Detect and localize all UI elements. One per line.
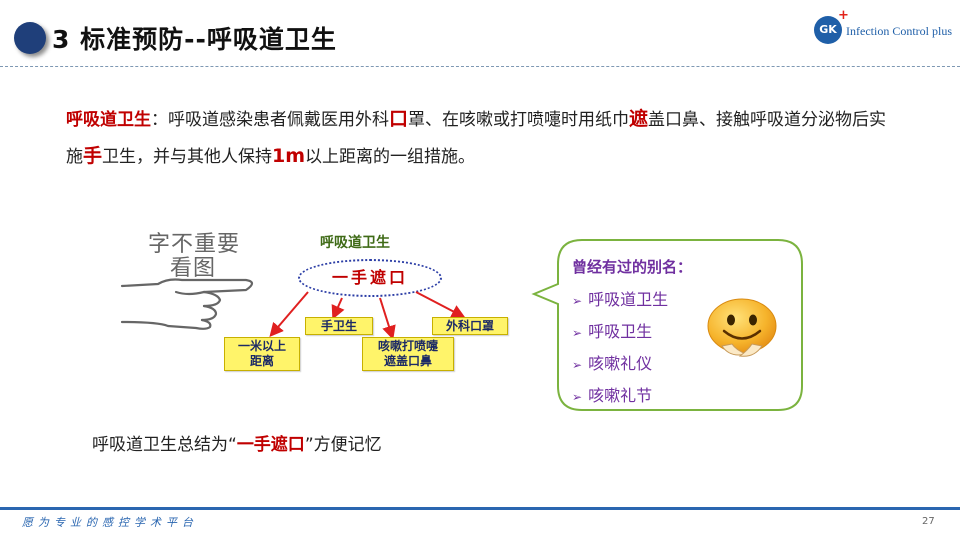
alias-item: ➢呼吸道卫生 — [572, 290, 669, 309]
callout-title: 曾经有过的别名： — [572, 258, 693, 276]
summary-text: 呼吸道卫生总结为 — [92, 435, 228, 455]
hand-caption-line1: 字不重要 — [148, 232, 241, 257]
summary-text: 方便记忆 — [313, 435, 382, 455]
alias-item: ➢咳嗽礼节 — [572, 386, 653, 405]
speech-callout — [531, 239, 803, 411]
summary-line: 呼吸道卫生总结为“一手遮口”方便记忆 — [92, 430, 382, 455]
summary-quote-open: “ — [228, 435, 237, 455]
diagram-title: 呼吸道卫生 — [320, 235, 390, 251]
logo-text: Infection Control plus — [846, 24, 952, 38]
intro-text: 盖口鼻、接触呼吸道分泌物后实施 — [66, 110, 887, 167]
page-number: 27 — [922, 516, 935, 527]
slide-title: 3 标准预防--呼吸道卫生 — [52, 25, 337, 54]
footer-slogan: 愿为专业的感控学术平台 — [22, 516, 198, 529]
intro-text: 卫生，并与其他人保持 — [102, 147, 273, 167]
box-hand-label: 手卫生 — [320, 319, 357, 333]
intro-highlight-distance: 1m — [272, 145, 306, 167]
box-cough-line2: 遮盖口鼻 — [383, 354, 432, 368]
arrow-to-cough — [379, 297, 396, 340]
alias-item: ➢呼吸卫生 — [572, 322, 653, 341]
arrow-to-hand — [331, 297, 345, 320]
hand-caption-line2: 看图 — [170, 256, 217, 281]
intro-highlight-hand: 手 — [83, 145, 103, 167]
intro-text: 以上距离的一组措施。 — [305, 147, 476, 167]
box-hand-hygiene: 手卫生 — [305, 317, 373, 335]
intro-paragraph: 呼吸道卫生：呼吸道感染患者佩戴医用外科口罩、在咳嗽或打喷嚏时用纸巾遮盖口鼻、接触… — [66, 101, 896, 175]
box-distance-line1: 一米以上 — [237, 339, 286, 353]
summary-highlight: 一手遮口 — [236, 435, 305, 455]
arrow-to-mask — [415, 291, 466, 318]
intro-text: 罩、在咳嗽或打喷嚏时用纸巾 — [408, 110, 630, 130]
arrow-bullet-icon: ➢ — [572, 326, 583, 340]
arrow-bullet-icon: ➢ — [572, 294, 583, 308]
intro-term: 呼吸道卫生 — [66, 110, 151, 130]
box-cough-cover: 咳嗽打喷嚏 遮盖口鼻 — [362, 337, 454, 371]
arrow-bullet-icon: ➢ — [572, 390, 583, 404]
footer-divider — [0, 507, 960, 510]
smiley-emoji-icon — [707, 298, 777, 357]
box-cough-line1: 咳嗽打喷嚏 — [377, 339, 438, 353]
logo-icon: GK — [814, 16, 842, 44]
box-distance-line2: 距离 — [249, 354, 274, 368]
intro-highlight-cover: 遮 — [629, 108, 649, 130]
pointing-hand-icon — [120, 278, 254, 330]
arrow-bullet-icon: ➢ — [572, 358, 583, 372]
arrow-to-distance — [269, 291, 309, 338]
header-divider — [0, 66, 960, 67]
alias-item: ➢咳嗽礼仪 — [572, 354, 653, 373]
box-mask-label: 外科口罩 — [445, 319, 494, 333]
box-surgical-mask: 外科口罩 — [432, 317, 508, 335]
title-bullet — [14, 22, 46, 54]
diagram-arrows — [269, 291, 466, 340]
diagram-center-oval: 一手遮口 — [298, 259, 442, 297]
intro-highlight-mouth: 口 — [389, 108, 409, 130]
summary-quote-close: ” — [304, 435, 314, 455]
logo-plus-icon: + — [838, 8, 849, 23]
box-distance: 一米以上 距离 — [224, 337, 300, 371]
intro-text: ：呼吸道感染患者佩戴医用外科 — [151, 110, 389, 130]
